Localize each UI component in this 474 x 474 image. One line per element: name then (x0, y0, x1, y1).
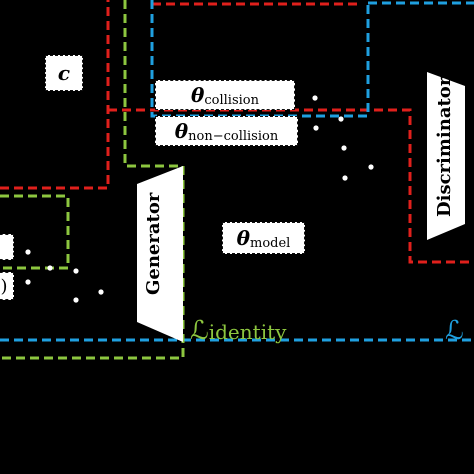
dot (342, 175, 348, 181)
theta-model-box: θ model (222, 222, 305, 254)
other-loss-label: ℒ (445, 316, 464, 346)
red-frame-left (0, 0, 110, 190)
collision-subscript: collision (204, 92, 259, 108)
theta-collision-box: θ collision (155, 80, 295, 110)
discriminator-label: Discriminator (434, 76, 455, 217)
theta-symbol: θ (236, 226, 250, 250)
theta-noncollision-box: θ non−collision (155, 116, 298, 146)
loss-symbol: ℒ (445, 316, 464, 346)
c-label-box: c (45, 55, 83, 91)
loss-symbol: ℒ (190, 316, 209, 346)
dot (98, 289, 104, 295)
dot (338, 116, 344, 122)
paren-label-box: ) (0, 272, 14, 300)
generator-block (137, 166, 183, 342)
identity-subscript: identity (208, 320, 287, 344)
dot (25, 249, 31, 255)
dots (25, 95, 374, 303)
green-frame-lower (0, 194, 70, 270)
partial-label-box (0, 234, 14, 260)
dot (47, 265, 53, 271)
discriminator-block (427, 72, 465, 240)
dot (341, 145, 347, 151)
dot (313, 125, 319, 131)
dot (25, 279, 31, 285)
model-subscript: model (250, 235, 291, 251)
identity-loss-label: ℒidentity (190, 316, 286, 346)
red-frame-middle (108, 108, 474, 264)
theta-symbol: θ (191, 83, 205, 107)
theta-symbol: θ (174, 119, 189, 143)
generator-label: Generator (143, 192, 164, 295)
paren-label: ) (0, 275, 8, 297)
dot (312, 95, 318, 101)
dot (73, 268, 79, 274)
dot (73, 297, 79, 303)
noncollision-subscript: non−collision (188, 128, 279, 144)
c-label: c (57, 61, 71, 85)
dot (368, 164, 374, 170)
